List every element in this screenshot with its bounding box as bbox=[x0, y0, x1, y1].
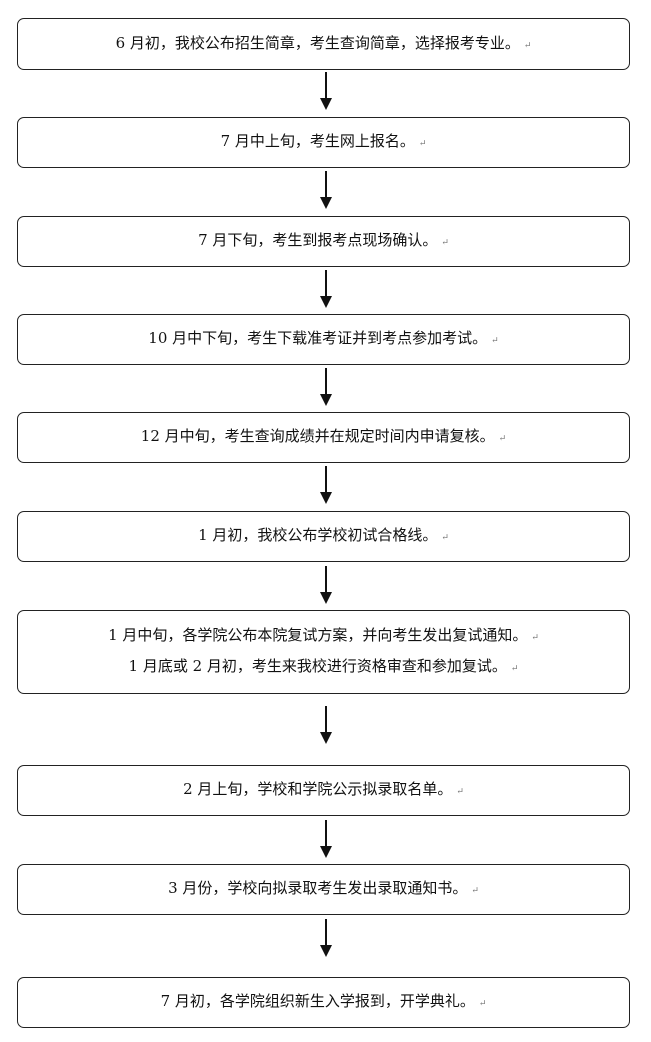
step-text: 7 月下旬，考生到报考点现场确认。 bbox=[198, 231, 438, 249]
step-text: 1 月初，我校公布学校初试合格线。 bbox=[198, 526, 438, 544]
step-text: 2 月上旬，学校和学院公示拟录取名单。 bbox=[183, 780, 453, 798]
arrow-down-icon bbox=[319, 72, 333, 110]
step-box-7: 1 月中旬，各学院公布本院复试方案，并向考生发出复试通知。↵ 1 月底或 2 月… bbox=[17, 610, 630, 694]
paragraph-mark-icon: ↵ bbox=[441, 533, 449, 543]
paragraph-mark-icon: ↵ bbox=[491, 336, 499, 346]
paragraph-mark-icon: ↵ bbox=[498, 434, 507, 444]
step-text: 3 月份，学校向拟录取考生发出录取通知书。 bbox=[168, 879, 468, 897]
step-box-2: 7 月中上旬，考生网上报名。↵ bbox=[17, 117, 630, 168]
step-text: 1 月底或 2 月初，考生来我校进行资格审查和参加复试。 bbox=[128, 657, 507, 675]
arrow-down-icon bbox=[319, 368, 333, 406]
paragraph-mark-icon: ↵ bbox=[510, 664, 519, 674]
arrow-down-icon bbox=[319, 270, 333, 308]
step-box-10: 7 月初，各学院组织新生入学报到，开学典礼。↵ bbox=[17, 977, 630, 1028]
paragraph-mark-icon: ↵ bbox=[478, 999, 487, 1009]
paragraph-mark-icon: ↵ bbox=[471, 886, 479, 896]
arrow-down-icon bbox=[319, 820, 333, 858]
paragraph-mark-icon: ↵ bbox=[441, 238, 449, 248]
paragraph-mark-icon: ↵ bbox=[523, 40, 532, 51]
arrow-down-icon bbox=[319, 919, 333, 957]
step-box-8: 2 月上旬，学校和学院公示拟录取名单。↵ bbox=[17, 765, 630, 816]
step-text: 1 月中旬，各学院公布本院复试方案，并向考生发出复试通知。 bbox=[108, 626, 528, 644]
arrow-down-icon bbox=[319, 706, 333, 744]
step-box-1: 6 月初，我校公布招生简章，考生查询简章，选择报考专业。↵ bbox=[17, 18, 630, 70]
arrow-down-icon bbox=[319, 466, 333, 504]
step-text: 7 月初，各学院组织新生入学报到，开学典礼。 bbox=[160, 992, 475, 1010]
paragraph-mark-icon: ↵ bbox=[456, 787, 464, 797]
paragraph-mark-icon: ↵ bbox=[531, 633, 539, 643]
arrow-down-icon bbox=[319, 566, 333, 604]
step-text: 12 月中旬，考生查询成绩并在规定时间内申请复核。 bbox=[140, 427, 495, 445]
paragraph-mark-icon: ↵ bbox=[418, 139, 427, 149]
step-text: 6 月初，我校公布招生简章，考生查询简章，选择报考专业。 bbox=[115, 33, 520, 52]
step-box-9: 3 月份，学校向拟录取考生发出录取通知书。↵ bbox=[17, 864, 630, 915]
step-box-5: 12 月中旬，考生查询成绩并在规定时间内申请复核。↵ bbox=[17, 412, 630, 463]
arrow-down-icon bbox=[319, 171, 333, 209]
step-text: 10 月中下旬，考生下载准考证并到考点参加考试。 bbox=[148, 329, 488, 347]
step-box-4: 10 月中下旬，考生下载准考证并到考点参加考试。↵ bbox=[17, 314, 630, 365]
step-box-6: 1 月初，我校公布学校初试合格线。↵ bbox=[17, 511, 630, 562]
step-box-3: 7 月下旬，考生到报考点现场确认。↵ bbox=[17, 216, 630, 267]
step-text: 7 月中上旬，考生网上报名。 bbox=[220, 132, 415, 150]
